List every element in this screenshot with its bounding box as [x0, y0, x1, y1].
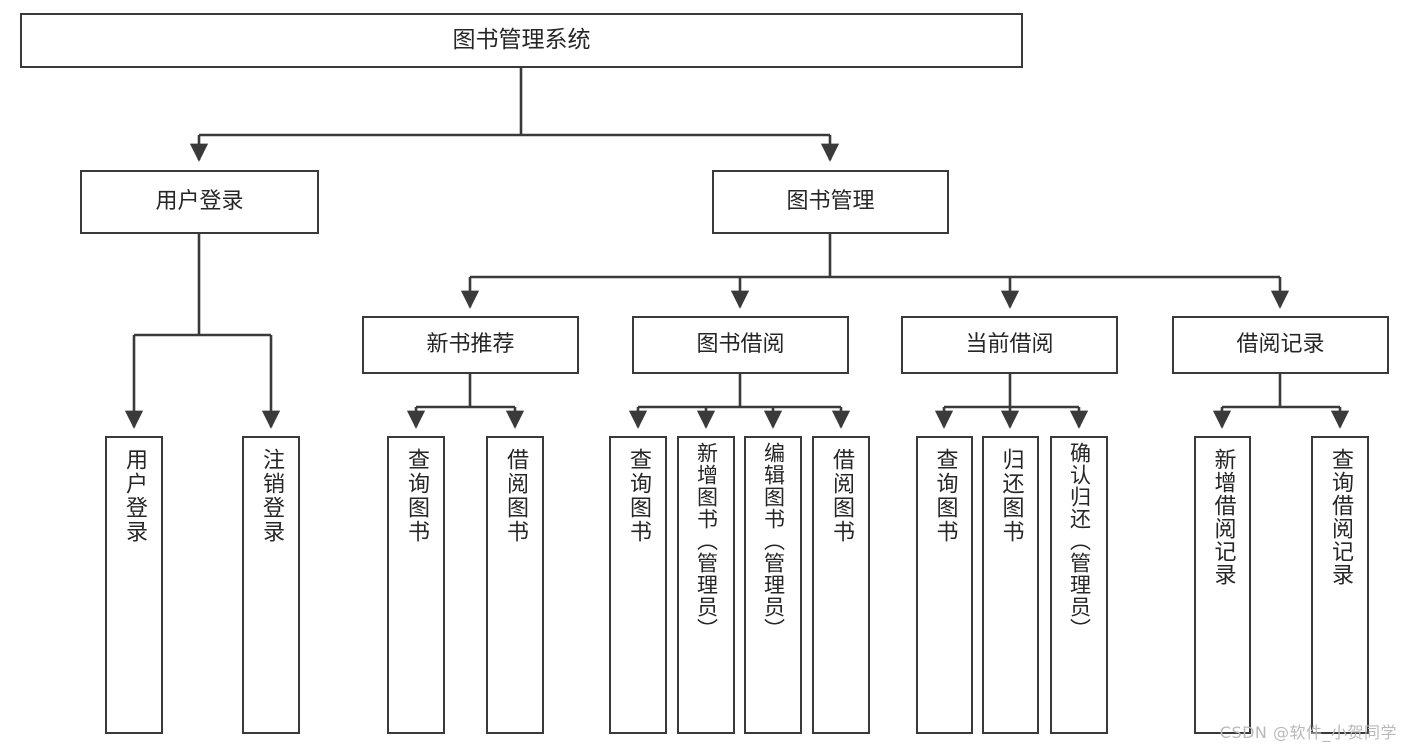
node-current-borrowing[interactable]: 当前借阅 [901, 316, 1118, 374]
node-label: 借阅图书 [503, 448, 528, 544]
node-book-management[interactable]: 图书管理 [712, 170, 949, 234]
node-label: 图书借阅 [696, 332, 785, 358]
node-label: 查询图书 [932, 448, 958, 544]
leaf-borrow-borrow-book[interactable]: 借阅图书 [812, 436, 870, 734]
node-user-login[interactable]: 用户登录 [80, 170, 319, 234]
leaf-current-return-book[interactable]: 归还图书 [982, 436, 1039, 734]
node-label: 借阅图书 [829, 448, 854, 544]
node-label: 查询图书 [404, 448, 429, 544]
node-label: 借阅记录 [1236, 332, 1325, 358]
leaf-user-login-logout[interactable]: 注销登录 [242, 436, 300, 734]
node-root-book-management-system[interactable]: 图书管理系统 [20, 13, 1023, 68]
leaf-new-book-query-book[interactable]: 查询图书 [387, 436, 445, 734]
leaf-record-add-borrow-record[interactable]: 新增借阅记录 [1194, 436, 1251, 734]
node-label: 查询借阅记录 [1328, 448, 1353, 586]
node-label: 确认归还（管理员） [1067, 442, 1092, 640]
leaf-borrow-query-book[interactable]: 查询图书 [609, 436, 667, 734]
leaf-new-book-borrow-book[interactable]: 借阅图书 [486, 436, 544, 734]
node-label: 图书管理系统 [452, 27, 591, 54]
leaf-borrow-edit-book-admin[interactable]: 编辑图书（管理员） [744, 436, 802, 734]
node-label: 查询图书 [626, 448, 651, 544]
watermark-csdn: CSDN @软件_小贺同学 [1219, 723, 1397, 742]
node-label: 用户登录 [122, 448, 147, 544]
node-label: 新书推荐 [426, 332, 515, 358]
node-label: 当前借阅 [965, 332, 1054, 358]
leaf-current-confirm-return-admin[interactable]: 确认归还（管理员） [1050, 436, 1108, 734]
node-new-book-recommendation[interactable]: 新书推荐 [362, 316, 579, 374]
leaf-current-query-book[interactable]: 查询图书 [916, 436, 973, 734]
node-label: 新增借阅记录 [1210, 448, 1236, 586]
node-book-borrowing[interactable]: 图书借阅 [632, 316, 849, 374]
node-label: 注销登录 [259, 448, 284, 544]
node-label: 归还图书 [998, 448, 1024, 544]
node-label: 编辑图书（管理员） [761, 442, 786, 640]
leaf-record-query-borrow-record[interactable]: 查询借阅记录 [1311, 436, 1369, 734]
node-label: 新增图书（管理员） [694, 442, 719, 640]
node-borrowing-records[interactable]: 借阅记录 [1172, 316, 1389, 374]
node-label: 用户登录 [155, 189, 244, 215]
node-label: 图书管理 [786, 189, 875, 215]
leaf-borrow-add-book-admin[interactable]: 新增图书（管理员） [677, 436, 735, 734]
leaf-user-login-login[interactable]: 用户登录 [105, 436, 163, 734]
